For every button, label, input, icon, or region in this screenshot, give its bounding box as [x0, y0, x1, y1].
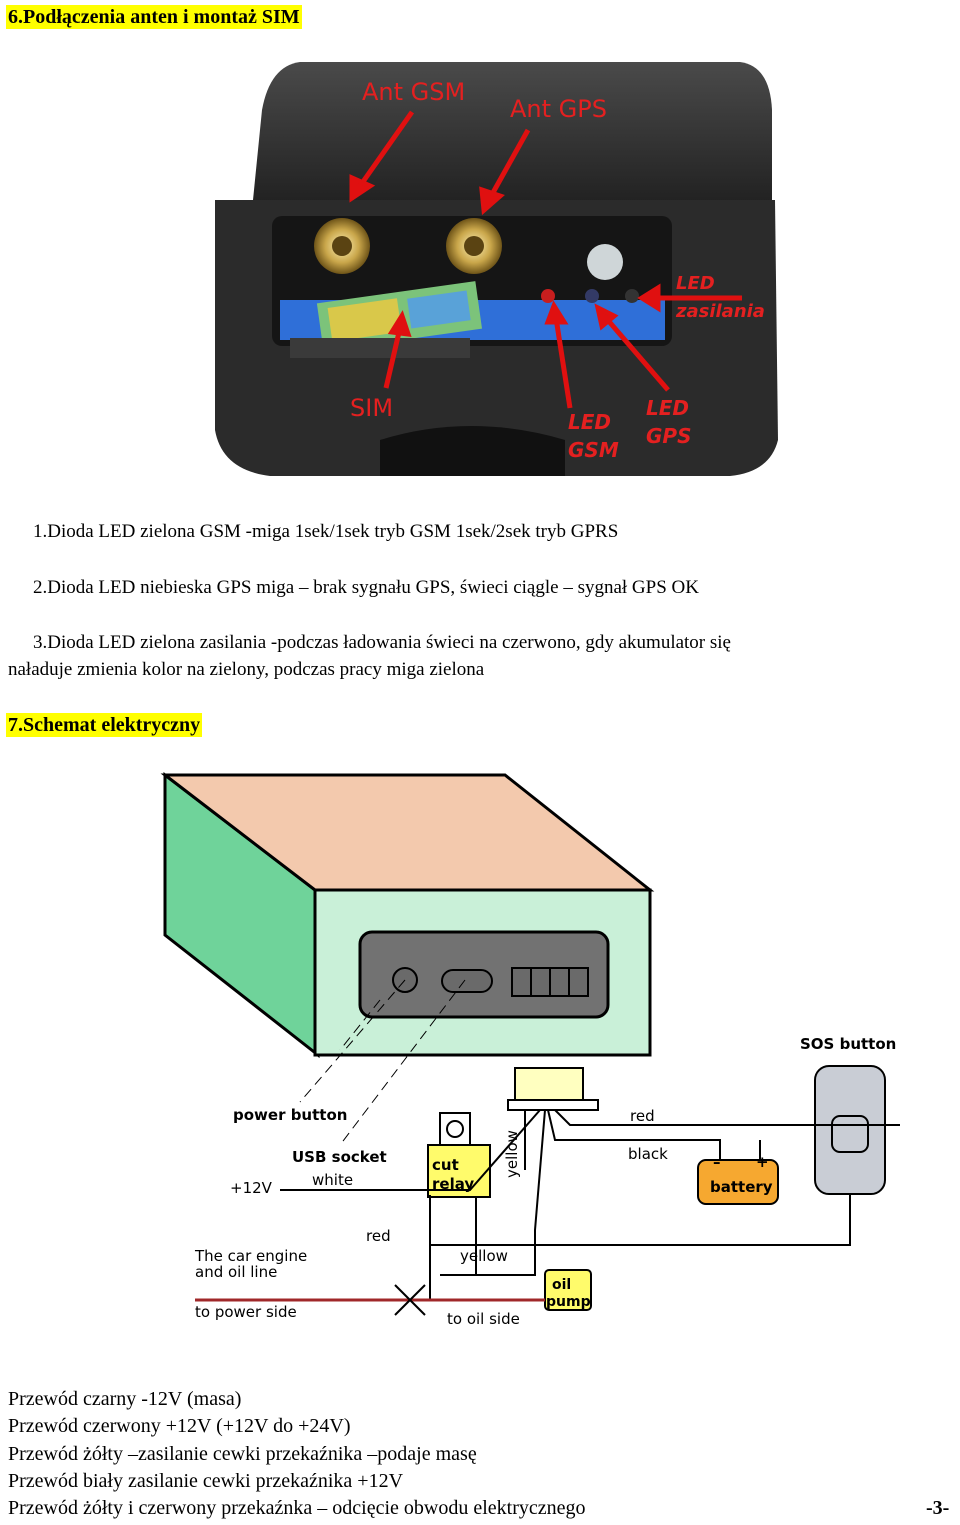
device-mount — [380, 426, 565, 476]
label-battery-minus: – — [713, 1153, 721, 1171]
label-sos-button: SOS button — [800, 1035, 897, 1053]
device-photo — [215, 62, 778, 476]
label-engine-2: and oil line — [195, 1263, 278, 1281]
led-gps — [585, 289, 599, 303]
label-led-gsm-1: LED — [568, 410, 612, 434]
led-gsm — [541, 289, 555, 303]
label-led-power-2: zasilania — [676, 301, 765, 322]
black-wire — [547, 1109, 721, 1160]
device-top — [250, 62, 772, 230]
label-cut-relay-1: cut — [432, 1156, 459, 1174]
red-wire-to-sos — [554, 1109, 900, 1126]
label-usb-socket: USB socket — [292, 1148, 387, 1166]
label-oil-pump-2: pump — [546, 1294, 591, 1310]
oil-pump-icon — [544, 1269, 592, 1311]
label-black: black — [628, 1145, 668, 1163]
label-battery: battery — [710, 1178, 773, 1196]
section-6-heading: 6.Podłączenia anten i montaż SIM — [6, 5, 302, 29]
wire-line-2: Przewód czerwony +12V (+12V do +24V) — [8, 1415, 351, 1437]
led-item-2: 2.Dioda LED niebieska GPS miga – brak sy… — [33, 577, 699, 598]
label-engine-1: The car engine — [195, 1247, 308, 1265]
label-cut-relay-2: relay — [432, 1175, 475, 1193]
section-7-heading: 7.Schemat elektryczny — [6, 713, 203, 737]
label-led-gsm-2: GSM — [568, 438, 619, 462]
wire-line-4: Przewód biały zasilanie cewki przekaźnik… — [8, 1470, 404, 1492]
label-led-power-1: LED — [676, 273, 715, 294]
usb-socket-icon — [441, 969, 493, 993]
label-red-bottom: red — [366, 1227, 391, 1245]
wire-line-3: Przewód żółty –zasilanie cewki przekaźni… — [8, 1443, 477, 1465]
label-red-top: red — [630, 1107, 655, 1125]
label-power-button: power button — [233, 1106, 348, 1124]
battery-icon — [697, 1159, 779, 1205]
sim-tray — [290, 338, 470, 358]
label-yellow-vertical: yellow — [503, 1130, 521, 1178]
label-white: white — [312, 1171, 354, 1189]
label-led-gps-2: GPS — [646, 424, 692, 448]
button-round — [587, 244, 623, 280]
page-number: -3- — [926, 1497, 950, 1519]
led-item-3-line-1: 3.Dioda LED zielona zasilania -podczas ł… — [33, 632, 731, 653]
led-item-3-line-2: naładuje zmienia kolor na zielony, podcz… — [8, 659, 485, 680]
label-ant-gps: Ant GPS — [510, 95, 607, 123]
label-sim: SIM — [350, 394, 394, 422]
label-led-gps-1: LED — [646, 396, 690, 420]
led-power — [625, 289, 639, 303]
label-to-oil-side: to oil side — [447, 1310, 520, 1328]
connector-plug — [514, 1067, 584, 1103]
wire-line-5: Przewód żółty i czerwony przekaźnka – od… — [8, 1497, 586, 1519]
photo-arrows — [349, 110, 742, 409]
led-item-1: 1.Dioda LED zielona GSM -miga 1sek/1sek … — [33, 521, 619, 542]
wire-line-1: Przewód czarny -12V (masa) — [8, 1388, 242, 1410]
yellow-wire — [440, 1109, 546, 1276]
label-ant-gsm: Ant GSM — [362, 78, 466, 106]
label-oil-pump-1: oil — [552, 1277, 572, 1293]
label-battery-plus: + — [756, 1153, 769, 1171]
label-yellow-bottom: yellow — [460, 1247, 508, 1265]
label-plus12v: +12V — [230, 1179, 272, 1197]
cut-relay — [427, 1144, 491, 1198]
label-to-power-side: to power side — [195, 1303, 297, 1321]
white-wire — [280, 1109, 541, 1191]
